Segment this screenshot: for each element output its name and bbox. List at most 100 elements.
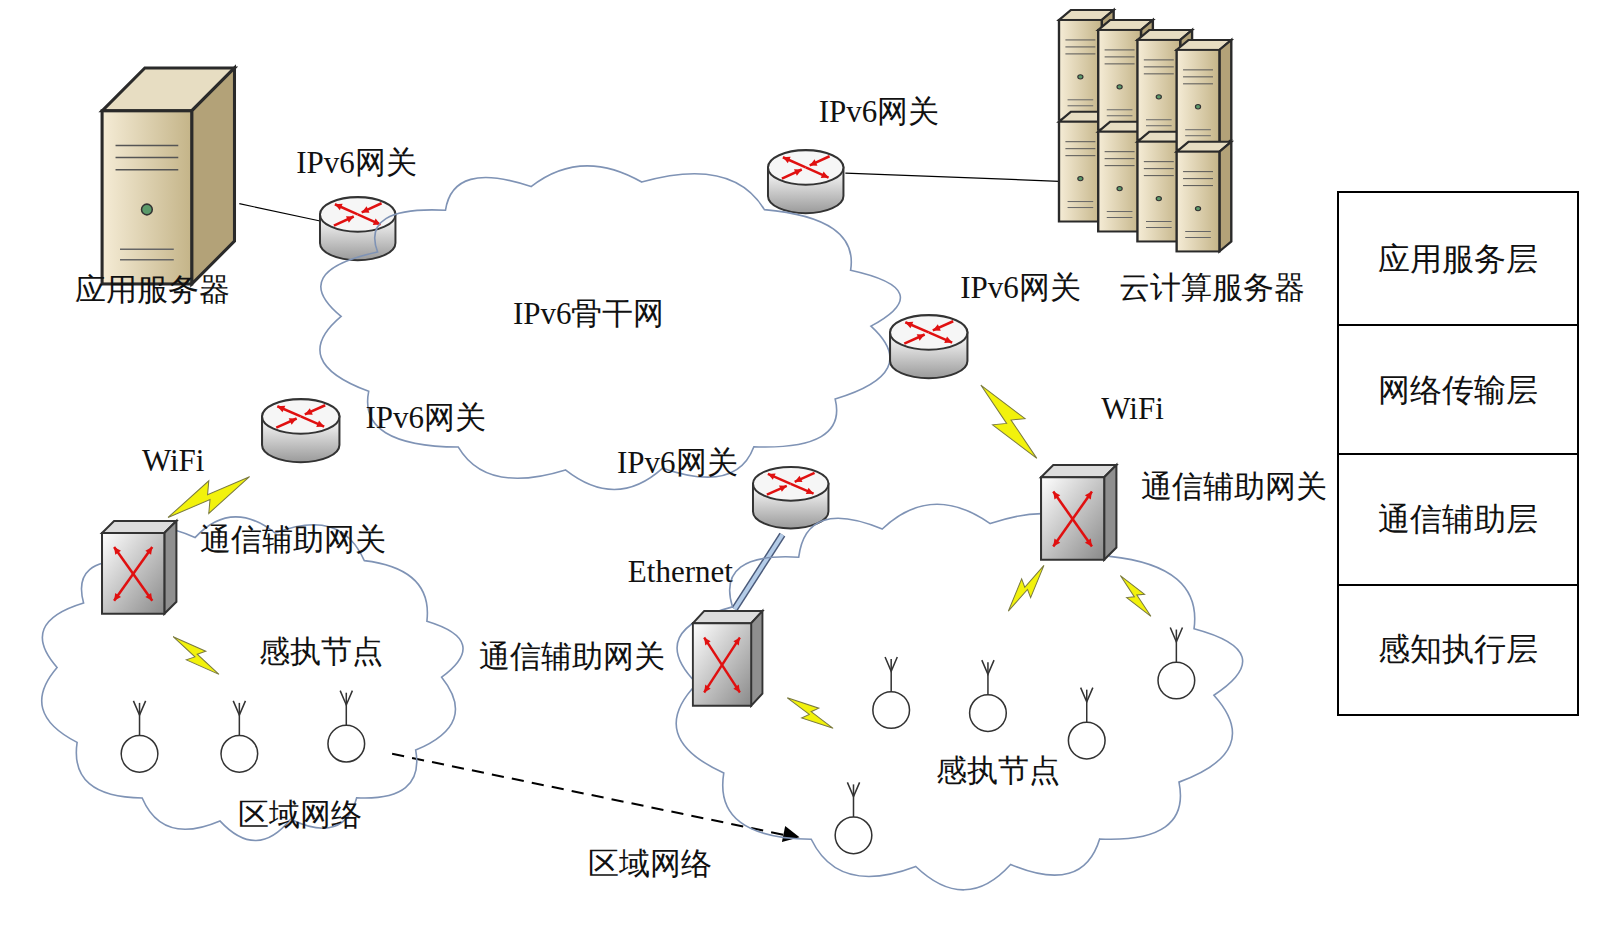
- drive-bay: [1066, 148, 1096, 149]
- antenna: [987, 662, 989, 695]
- sensor-circle: [328, 725, 365, 762]
- router-top: [890, 315, 967, 350]
- vent: [1185, 129, 1211, 130]
- ipv6-gateway: IPv6网关: [888, 308, 969, 384]
- tower-front: [1177, 50, 1220, 150]
- wireless-bolt: [168, 477, 249, 518]
- antenna: [1176, 630, 1178, 663]
- red-arrow: [704, 638, 740, 693]
- layer-box: 应用服务层: [1337, 191, 1578, 327]
- sensor-node: [873, 657, 910, 728]
- node-label: IPv6网关: [617, 446, 738, 482]
- drive-bay: [1144, 74, 1174, 75]
- power-led: [1078, 75, 1083, 79]
- vent: [1146, 119, 1172, 120]
- router-top: [320, 198, 395, 233]
- box-front: [1041, 478, 1104, 560]
- arrow-head: [114, 593, 121, 601]
- sensor-node: [835, 782, 872, 853]
- box-front: [102, 533, 164, 614]
- arrow-head: [782, 826, 800, 842]
- arrow-head: [768, 474, 776, 480]
- red-arrow: [767, 486, 787, 495]
- power-led: [141, 204, 152, 215]
- tower-front: [1138, 40, 1181, 140]
- sensor-node: [1158, 628, 1195, 699]
- red-arrow: [790, 484, 813, 494]
- drive-bay: [1183, 84, 1213, 85]
- sensor-node: [121, 701, 158, 772]
- cloud-outline: [676, 504, 1242, 890]
- red-arrow: [277, 406, 300, 416]
- vent: [1146, 227, 1172, 228]
- red-arrow: [806, 167, 829, 177]
- cloud-outline: [320, 166, 901, 490]
- arrow-head: [1053, 539, 1060, 547]
- drive-bay: [115, 169, 178, 171]
- connector: [735, 535, 783, 609]
- box-side: [1104, 465, 1116, 560]
- drive-bay: [1066, 54, 1096, 55]
- tower-front: [1098, 30, 1141, 130]
- tower-front: [1138, 142, 1181, 242]
- vent: [120, 249, 174, 251]
- antenna: [982, 660, 994, 674]
- gateway-switch: 通信辅助网关: [691, 609, 764, 708]
- red-arrow: [1053, 492, 1092, 547]
- node-label: 通信辅助网关: [1141, 469, 1327, 505]
- arrow-head: [1085, 492, 1092, 500]
- arrow-head: [704, 685, 710, 693]
- layer-box: 通信辅助层: [1337, 453, 1578, 587]
- drive-bay: [1105, 50, 1135, 51]
- vent: [1068, 99, 1094, 100]
- drive-bay: [1144, 168, 1174, 169]
- antenna: [239, 703, 241, 736]
- wireless-bolt: [1008, 565, 1044, 611]
- power-led: [1196, 105, 1201, 109]
- arrow-head: [805, 488, 813, 494]
- wireless-bolt: [787, 698, 833, 729]
- vent: [1146, 125, 1172, 126]
- red-arrow: [1053, 492, 1092, 547]
- drive-bay: [1144, 67, 1174, 68]
- link-line: [845, 173, 1059, 181]
- tower-side: [191, 68, 234, 284]
- ipv6-gateway: IPv6网关: [766, 143, 845, 219]
- link-label: WiFi: [1101, 392, 1163, 428]
- vent: [1185, 237, 1211, 238]
- drive-bay: [1183, 185, 1213, 186]
- arrow-head: [779, 486, 787, 492]
- arrow-head: [305, 408, 313, 415]
- cloud-outline: [42, 517, 463, 841]
- antenna: [133, 701, 145, 715]
- layer-label: 感知执行层: [1378, 628, 1538, 672]
- layer-box: 感知执行层: [1337, 584, 1578, 716]
- tower-front: [1059, 20, 1102, 120]
- sensor-node: [221, 701, 258, 772]
- arrow-head: [145, 547, 152, 555]
- arrow-head: [794, 476, 802, 482]
- ethernet-cable: [735, 535, 783, 609]
- arrow-head: [733, 685, 739, 693]
- red-arrow: [300, 417, 323, 427]
- sensor-node: [328, 691, 365, 762]
- ipv6-gateway-art: [888, 308, 969, 384]
- tower-front: [1177, 152, 1220, 252]
- vent: [1068, 105, 1094, 106]
- antenna: [890, 659, 892, 692]
- arrow-head: [145, 593, 152, 601]
- wireless-bolt: [981, 385, 1037, 458]
- node-label: 通信辅助网关: [479, 639, 665, 675]
- arrow-head: [794, 169, 802, 176]
- sensor-circle: [970, 695, 1007, 732]
- tower-front: [1059, 122, 1102, 222]
- drive-bay: [1183, 70, 1213, 71]
- drive-bay: [1105, 158, 1135, 159]
- server-icon: 应用服务器: [97, 66, 240, 249]
- arrow-head: [316, 421, 324, 428]
- ipv6-gateway: IPv6网关: [751, 460, 830, 534]
- layer-label: 网络传输层: [1378, 369, 1538, 413]
- power-led: [1117, 187, 1122, 191]
- vent: [1107, 217, 1133, 218]
- vent: [1068, 207, 1094, 208]
